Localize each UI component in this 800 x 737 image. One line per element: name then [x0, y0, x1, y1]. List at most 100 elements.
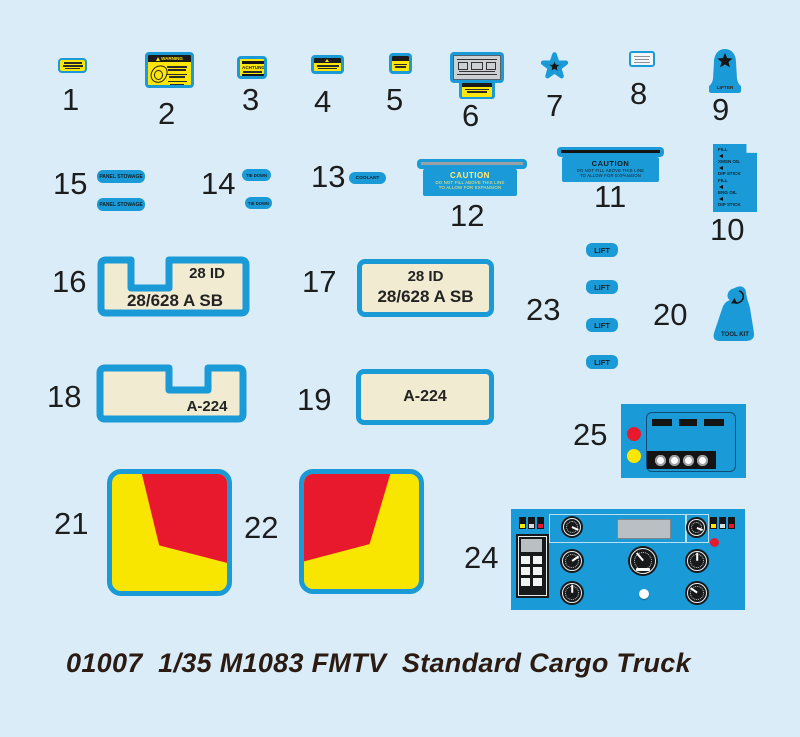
caution-line1: DO NOT FILL ABOVE THIS LINE — [435, 180, 505, 185]
text-line-decoration — [317, 70, 338, 71]
warning-header: WARNING — [148, 55, 191, 62]
text-line-decoration — [167, 66, 187, 68]
knob — [683, 454, 694, 466]
decal-23b-lift: LIFT — [586, 280, 618, 294]
item-number-1: 1 — [62, 82, 80, 117]
decal-14a-tie-down: TIE DOWN — [242, 169, 271, 181]
lower-warning-label — [462, 83, 492, 97]
caution-line2: TO ALLOW FOR EXPANSION — [438, 185, 502, 190]
a224-text: A-224 — [403, 388, 447, 405]
decal-10-oil-label: FILL XMSN OIL DIP STICK FILL ENG OIL DIP… — [713, 144, 757, 212]
item-number-25: 25 — [573, 417, 608, 452]
indicator-cell — [710, 517, 717, 529]
device-button — [533, 578, 542, 586]
plate-text: LIFTER — [717, 85, 734, 91]
sheet-title: 01007 1/35 M1083 FMTV Standard Cargo Tru… — [66, 648, 691, 678]
text-line-decoration — [242, 71, 262, 73]
decal-18-a224-plate-notched: A-224 — [96, 364, 247, 423]
oil-line-xmsn: XMSN OIL — [718, 159, 741, 165]
gauge-mid-right — [687, 551, 707, 571]
bar-line — [561, 150, 660, 153]
item-number-4: 4 — [314, 84, 332, 119]
item-number-21: 21 — [54, 506, 89, 541]
device-button — [521, 578, 530, 586]
text-block-decoration — [167, 65, 187, 85]
ctis-control-unit — [516, 534, 549, 598]
text-line-decoration — [465, 88, 489, 90]
oil-line-eng: ENG OIL — [718, 189, 737, 195]
diagram-blocks — [458, 61, 498, 70]
diagram-panel — [453, 55, 501, 80]
switch-slot — [652, 419, 672, 426]
text-line-decoration — [318, 67, 337, 70]
text-line-decoration — [635, 58, 649, 60]
decal-15b-panel-stowage: PANEL STOWAGE — [97, 198, 145, 211]
item-number-9: 9 — [712, 92, 730, 127]
item-number-2: 2 — [158, 96, 176, 131]
text-line-decoration — [62, 65, 83, 67]
plate-shape — [709, 49, 741, 93]
item-number-19: 19 — [297, 382, 332, 417]
gauge-small-top-right — [688, 519, 705, 536]
indicator-cluster-left — [519, 517, 544, 529]
decal-12-caution-body: CAUTION DO NOT FILL ABOVE THIS LINE TO A… — [423, 169, 517, 196]
text-line-decoration — [634, 61, 650, 63]
decal-23d-lift: LIFT — [586, 355, 618, 369]
item-number-20: 20 — [653, 297, 688, 332]
plate-shape — [97, 256, 250, 317]
decal-25-control-panel — [621, 404, 746, 478]
switch-slot — [679, 419, 697, 426]
top-bar-decoration — [242, 61, 264, 64]
gauge-bottom-left — [562, 583, 582, 603]
panel-outline — [646, 412, 736, 472]
decal-1-small-warning-label — [58, 58, 87, 73]
decal-21-warning-flag — [107, 469, 232, 596]
decal-13-coolant: COOLANT — [349, 172, 386, 184]
indicator-cell — [728, 517, 735, 529]
red-panel — [141, 474, 227, 563]
tag-shape — [713, 286, 755, 341]
decal-15a-panel-stowage: PANEL STOWAGE — [97, 170, 145, 183]
decal-2-warning-label: WARNING — [145, 52, 194, 88]
item-number-6: 6 — [462, 98, 480, 133]
yellow-indicator-light — [627, 449, 641, 463]
left-arrow-icon — [719, 184, 723, 189]
warning-header-text: WARNING — [161, 56, 183, 61]
indicator-cell — [537, 517, 544, 529]
text-line-decoration — [467, 91, 487, 93]
gauge-small-top-left — [563, 518, 581, 536]
item-number-14: 14 — [201, 166, 236, 201]
gauge-speedometer — [630, 548, 656, 574]
decal-24-instrument-panel — [511, 509, 745, 610]
item-number-22: 22 — [244, 510, 279, 545]
item-number-23: 23 — [526, 292, 561, 327]
item-number-8: 8 — [630, 76, 648, 111]
diagram-block — [486, 61, 496, 70]
decal-3-achtung-label: ACHTUNG — [237, 56, 267, 79]
decal-9-star-plate: LIFTER — [709, 49, 741, 93]
decal-20-tool-kit-tag: TOOL KIT — [713, 286, 755, 341]
item-number-11: 11 — [594, 179, 627, 214]
device-button — [521, 556, 530, 564]
indicator-cell — [719, 517, 726, 529]
item-number-10: 10 — [710, 212, 745, 247]
decal-12-caution-bar — [417, 159, 527, 169]
item-number-5: 5 — [386, 82, 404, 117]
device-outline — [518, 536, 547, 596]
achtung-text: ACHTUNG — [242, 65, 265, 71]
device-button — [521, 567, 530, 575]
text-line-decoration — [316, 65, 339, 67]
panel-outline — [549, 514, 686, 543]
diagram-line — [459, 71, 495, 73]
warning-triangle-icon — [156, 56, 161, 61]
plate-shape — [96, 364, 247, 423]
star-icon — [540, 52, 569, 79]
decal-16-id-plate-notched: 28 ID 28/628 A SB — [97, 256, 250, 317]
decal-22-warning-flag — [299, 469, 424, 594]
indicator-cluster-right — [710, 517, 735, 529]
diagram-line — [457, 73, 497, 75]
decal-19-a224-plate: A-224 — [356, 369, 494, 425]
a224-text: A-224 — [187, 398, 229, 415]
oil-line-fill2: FILL — [718, 177, 728, 183]
